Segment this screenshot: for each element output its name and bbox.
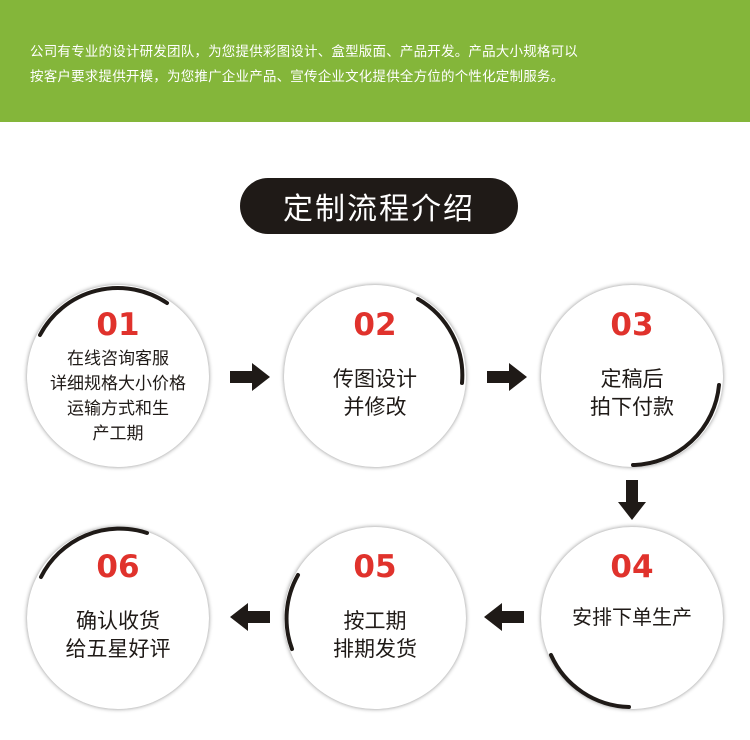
arrow-right-icon — [487, 363, 527, 391]
step-6-circle: 06 确认收货 给五星好评 — [27, 526, 209, 709]
arrow-right-icon — [230, 363, 270, 391]
step-5-description: 按工期 排期发货 — [294, 607, 456, 663]
step-5-arc — [284, 573, 300, 651]
step-2-line-2: 并修改 — [343, 395, 407, 419]
step-4-number: 04 — [610, 549, 654, 585]
banner-line-2: 按客户要求提供开模，为您推广企业产品、宣传企业文化提供全方位的个性化定制服务。 — [30, 69, 565, 85]
step-4-arc — [549, 653, 631, 709]
step-5-line-2: 排期发货 — [333, 637, 417, 661]
step-5-line-1: 按工期 — [343, 609, 407, 633]
arrow-left-icon — [230, 603, 270, 631]
step-4-line-1: 安排下单生产 — [572, 605, 692, 629]
step-3-line-2: 拍下付款 — [590, 395, 674, 419]
step-6-arc — [39, 526, 149, 579]
step-4-description: 安排下单生产 — [551, 603, 713, 631]
arrow-down-icon — [618, 480, 646, 520]
step-4-circle: 04 安排下单生产 — [541, 527, 723, 709]
step-1-line-1: 在线咨询客服 — [67, 349, 169, 369]
step-1-line-3: 运输方式和生 — [67, 399, 169, 419]
step-1-description: 在线咨询客服 详细规格大小价格 运输方式和生 产工期 — [37, 347, 199, 447]
step-5-circle: 05 按工期 排期发货 — [284, 527, 466, 709]
step-3-arc — [631, 383, 721, 467]
section-title-pill: 定制流程介绍 — [240, 178, 518, 234]
step-5-number: 05 — [353, 549, 397, 585]
step-6-description: 确认收货 给五星好评 — [37, 607, 199, 663]
step-1-arc — [38, 286, 169, 337]
step-6-line-1: 确认收货 — [76, 609, 160, 633]
step-1-line-2: 详细规格大小价格 — [50, 374, 186, 394]
step-1-number: 01 — [96, 307, 140, 343]
step-6-number: 06 — [96, 549, 140, 585]
step-3-circle: 03 定稿后 拍下付款 — [541, 285, 723, 467]
step-2-description: 传图设计 并修改 — [294, 365, 456, 421]
step-1-circle: 01 在线咨询客服 详细规格大小价格 运输方式和生 产工期 — [27, 285, 209, 467]
step-2-line-1: 传图设计 — [333, 367, 417, 391]
step-2-arc — [416, 297, 465, 385]
step-2-number: 02 — [353, 307, 397, 343]
banner-description: 公司有专业的设计研发团队，为您提供彩图设计、盒型版面、产品开发。产品大小规格可以… — [30, 40, 730, 90]
step-3-description: 定稿后 拍下付款 — [551, 365, 713, 421]
header-banner: 公司有专业的设计研发团队，为您提供彩图设计、盒型版面、产品开发。产品大小规格可以… — [0, 0, 750, 122]
step-2-circle: 02 传图设计 并修改 — [284, 285, 466, 467]
section-title: 定制流程介绍 — [283, 192, 475, 227]
step-1-line-4: 产工期 — [92, 424, 144, 444]
step-6-line-2: 给五星好评 — [65, 637, 171, 661]
step-3-number: 03 — [610, 307, 654, 343]
step-3-line-1: 定稿后 — [600, 367, 664, 391]
arrow-left-icon — [484, 603, 524, 631]
banner-line-1: 公司有专业的设计研发团队，为您提供彩图设计、盒型版面、产品开发。产品大小规格可以 — [30, 44, 578, 60]
